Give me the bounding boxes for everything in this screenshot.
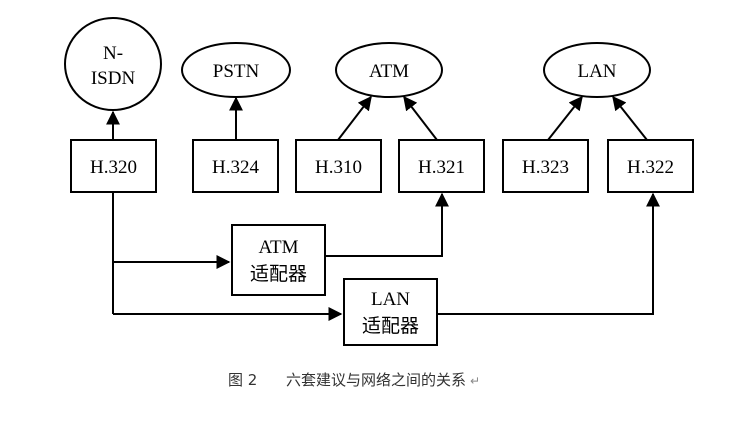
h323-box bbox=[502, 139, 589, 193]
network-nisdn: N- ISDN bbox=[64, 17, 162, 111]
edge-lan-adapter-h322 bbox=[437, 192, 660, 315]
edge-h310-atm bbox=[337, 95, 372, 141]
nisdn-label-line2: ISDN bbox=[91, 68, 136, 89]
edge-h322-lan bbox=[612, 95, 648, 141]
h310-box bbox=[295, 139, 382, 193]
nisdn-label-line1: N- bbox=[103, 43, 123, 64]
caption-figure-number: 图 2 bbox=[228, 371, 257, 389]
caption-text: 六套建议与网络之间的关系 bbox=[286, 371, 466, 389]
lan-adapter-label-line2: 适配器 bbox=[362, 315, 419, 337]
standard-h324: H.324 bbox=[192, 139, 279, 193]
network-lan: LAN bbox=[543, 42, 651, 98]
pstn-ellipse bbox=[181, 42, 291, 98]
lan-ellipse bbox=[543, 42, 651, 98]
network-atm: ATM bbox=[335, 42, 443, 98]
h324-box bbox=[192, 139, 279, 193]
lan-adapter-label-line1: LAN bbox=[371, 289, 410, 310]
standard-h321: H.321 bbox=[398, 139, 485, 193]
network-pstn: PSTN bbox=[181, 42, 291, 98]
lan-adapter: LAN 适配器 bbox=[343, 278, 438, 346]
atm-adapter-box bbox=[231, 224, 326, 296]
h321-label: H.321 bbox=[418, 157, 465, 178]
figure-caption: 图 2 六套建议与网络之间的关系 ↵ bbox=[228, 371, 480, 389]
h310-label: H.310 bbox=[315, 157, 362, 178]
h323-label: H.323 bbox=[522, 157, 569, 178]
edge-atm-adapter-h321 bbox=[325, 192, 449, 257]
h320-label: H.320 bbox=[90, 157, 137, 178]
atm-adapter-label-line1: ATM bbox=[258, 237, 298, 258]
edge-h323-lan bbox=[547, 95, 583, 141]
standard-h320: H.320 bbox=[70, 139, 157, 193]
standard-h322: H.322 bbox=[607, 139, 694, 193]
atm-adapter: ATM 适配器 bbox=[231, 224, 326, 296]
standard-h323: H.323 bbox=[502, 139, 589, 193]
lan-adapter-box bbox=[343, 278, 438, 346]
atm-adapter-label-line2: 适配器 bbox=[250, 263, 307, 285]
h322-box bbox=[607, 139, 694, 193]
h324-label: H.324 bbox=[212, 157, 259, 178]
h322-label: H.322 bbox=[627, 157, 674, 178]
nisdn-ellipse bbox=[64, 17, 162, 111]
atm-ellipse bbox=[335, 42, 443, 98]
edge-h321-atm bbox=[403, 95, 438, 141]
atm-label: ATM bbox=[369, 61, 409, 82]
lan-label: LAN bbox=[577, 61, 616, 82]
caption-return-mark: ↵ bbox=[470, 374, 480, 388]
standard-h310: H.310 bbox=[295, 139, 382, 193]
edges bbox=[106, 95, 660, 321]
pstn-label: PSTN bbox=[213, 61, 260, 82]
h321-box bbox=[398, 139, 485, 193]
h320-box bbox=[70, 139, 157, 193]
